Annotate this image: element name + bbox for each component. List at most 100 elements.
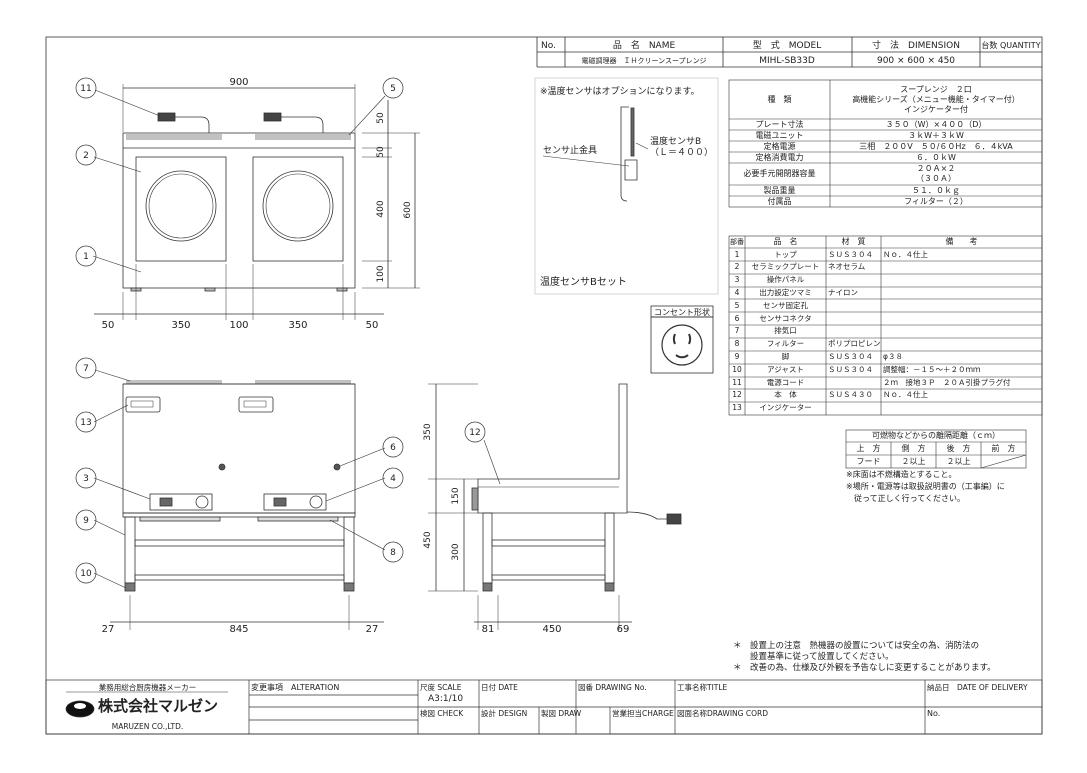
part-material: ＳＵＳ３０４ [828,364,873,374]
balloon-1 [75,245,97,267]
side-leg-front [482,512,493,584]
balloon-text-10: 10 [80,569,92,579]
filter-right [257,516,339,522]
header-table: No. 品 名 NAME 電磁調理器 ＩＨクリーンスープレンジ 型 式 MODE… [536,37,1042,68]
balloon-9 [75,509,97,531]
spec-value: ３ｋW＋３ｋW [908,130,964,140]
maker-caption: 業務用総合厨房機器メーカー [98,683,197,692]
part-no: 4 [734,287,740,297]
balloon-text-3: 3 [83,474,89,484]
part-no: 2 [734,262,740,272]
sensor-cable [620,106,629,202]
date-label: 日付 DATE [481,683,518,692]
part-name: センサ固定孔 [763,300,808,310]
dim-50-second: 50 [376,146,386,158]
parts-header-material: 材 質 [841,237,866,246]
dim-depth-600: 600 [403,201,413,218]
title-block [45,679,1043,735]
balloon-text-7: 7 [83,364,89,374]
adjuster-right [343,582,355,592]
dim-side-81: 81 [482,624,495,635]
side-leg-back [604,512,615,584]
balloon-7 [75,357,97,379]
balloon-text-11: 11 [80,84,91,94]
spec-label: 製品重量 [763,185,796,195]
part-name: インジケーター [759,403,812,413]
part-no: 7 [734,326,740,336]
balloon-text-1: 1 [83,252,89,262]
outlet-symbol [661,324,703,366]
balloon-text-5: 5 [390,84,396,94]
design-label: 設計 DESIGN [481,709,528,718]
spec-label: 電磁ユニット [755,130,804,140]
dim-foot-27-left: 27 [102,624,115,635]
install-note-1: ＊ 設置上の注意 熱機器の設置については安全の為、消防法の [733,641,980,651]
dim-foot-27-right: 27 [366,624,379,635]
control-panel-left [149,493,213,511]
delivery-no-label: No. [927,709,941,718]
part-name: 脚 [781,351,790,361]
dim-bottom-350-right: 350 [288,320,307,331]
header-model-value: MIHL-SB33D [759,56,815,66]
sensor-bracket-label: センサ止金具 [543,144,597,156]
sensor-b-label: 温度センサB [650,135,701,147]
spec-value: ５１．０ｋｇ [912,185,960,195]
dim-foot-845: 845 [229,624,248,635]
exhaust-slots-top [126,134,351,140]
dim-100: 100 [376,265,386,282]
dim-400: 400 [376,200,386,217]
balloon-4 [382,467,404,489]
side-view: 350 150 450 300 81 450 69 [423,383,682,635]
part-remarks: φ３８ [883,351,903,361]
part-name: セラミックプレート [751,262,820,272]
part-name: 電源コード [766,377,805,387]
sensor-b-length: （Ｌ＝４００） [650,147,713,158]
balloon-5 [382,77,404,99]
dim-bottom-350-left: 350 [171,320,190,331]
spec-label: 定格消費電力 [755,152,804,162]
part-material: ポリプロピレン [828,339,881,349]
control-panel-right [263,493,327,511]
part-material: ＳＵＳ４３０ [828,390,873,400]
install-note-2: 設置基準に従って設置してください。 [733,652,894,662]
output-knob-left [195,495,209,509]
drawing-cord-label: 図面名称DRAWING CORD [677,709,768,718]
part-name: 操作パネル [766,275,805,285]
part-name: トップ [774,249,797,259]
maker-name: 株式会社マルゼン [98,697,219,715]
top-view-body [122,132,356,289]
check-label: 検図 CHECK [420,709,464,718]
spec-value: スープレンジ ２口 高機能シリーズ（メニュー機能・タイマー付） インジケーター付 [852,84,1020,114]
install-note-3: ＊ 改善の為、仕様及び外観を予告なしに変更することがあります。 [733,663,996,673]
part-no: 5 [734,300,740,310]
clearance-header-back: 後 方 [946,444,971,453]
part-name: センサコネクタ [759,313,812,323]
scale-value: A3:1/10 [428,694,464,704]
side-view-body [477,383,628,514]
spec-value: ３５０（W）×４００（D） [885,119,987,129]
clearance-value-side: ２以上 [901,457,926,466]
indicator-right [238,396,274,413]
spec-label: 必要手元開閉器容量 [743,169,816,178]
part-no: 1 [734,249,740,259]
balloon-12 [464,421,486,443]
dim-50-top: 50 [376,112,386,124]
part-material: ナイロン [828,287,858,297]
part-no: 9 [734,351,740,361]
dim-height-150: 150 [451,487,461,504]
part-remarks: ２ｍ 接地３Ｐ ２０Ａ引掛プラグ付 [883,377,1011,387]
clearance-table [845,429,1027,469]
title-label: 工事名称TITLE [677,683,728,692]
balloon-2 [75,144,97,166]
spec-table [728,79,1043,208]
leg-right [343,516,355,584]
dim-height-450: 450 [423,531,433,548]
balloon-text-12: 12 [469,428,480,438]
part-remarks: Ｎｏ．４仕上 [883,249,928,259]
dim-height-300: 300 [451,543,461,560]
front-view: 27 845 27 [102,380,384,635]
power-cord-left [175,116,210,133]
balloon-10 [75,562,97,584]
